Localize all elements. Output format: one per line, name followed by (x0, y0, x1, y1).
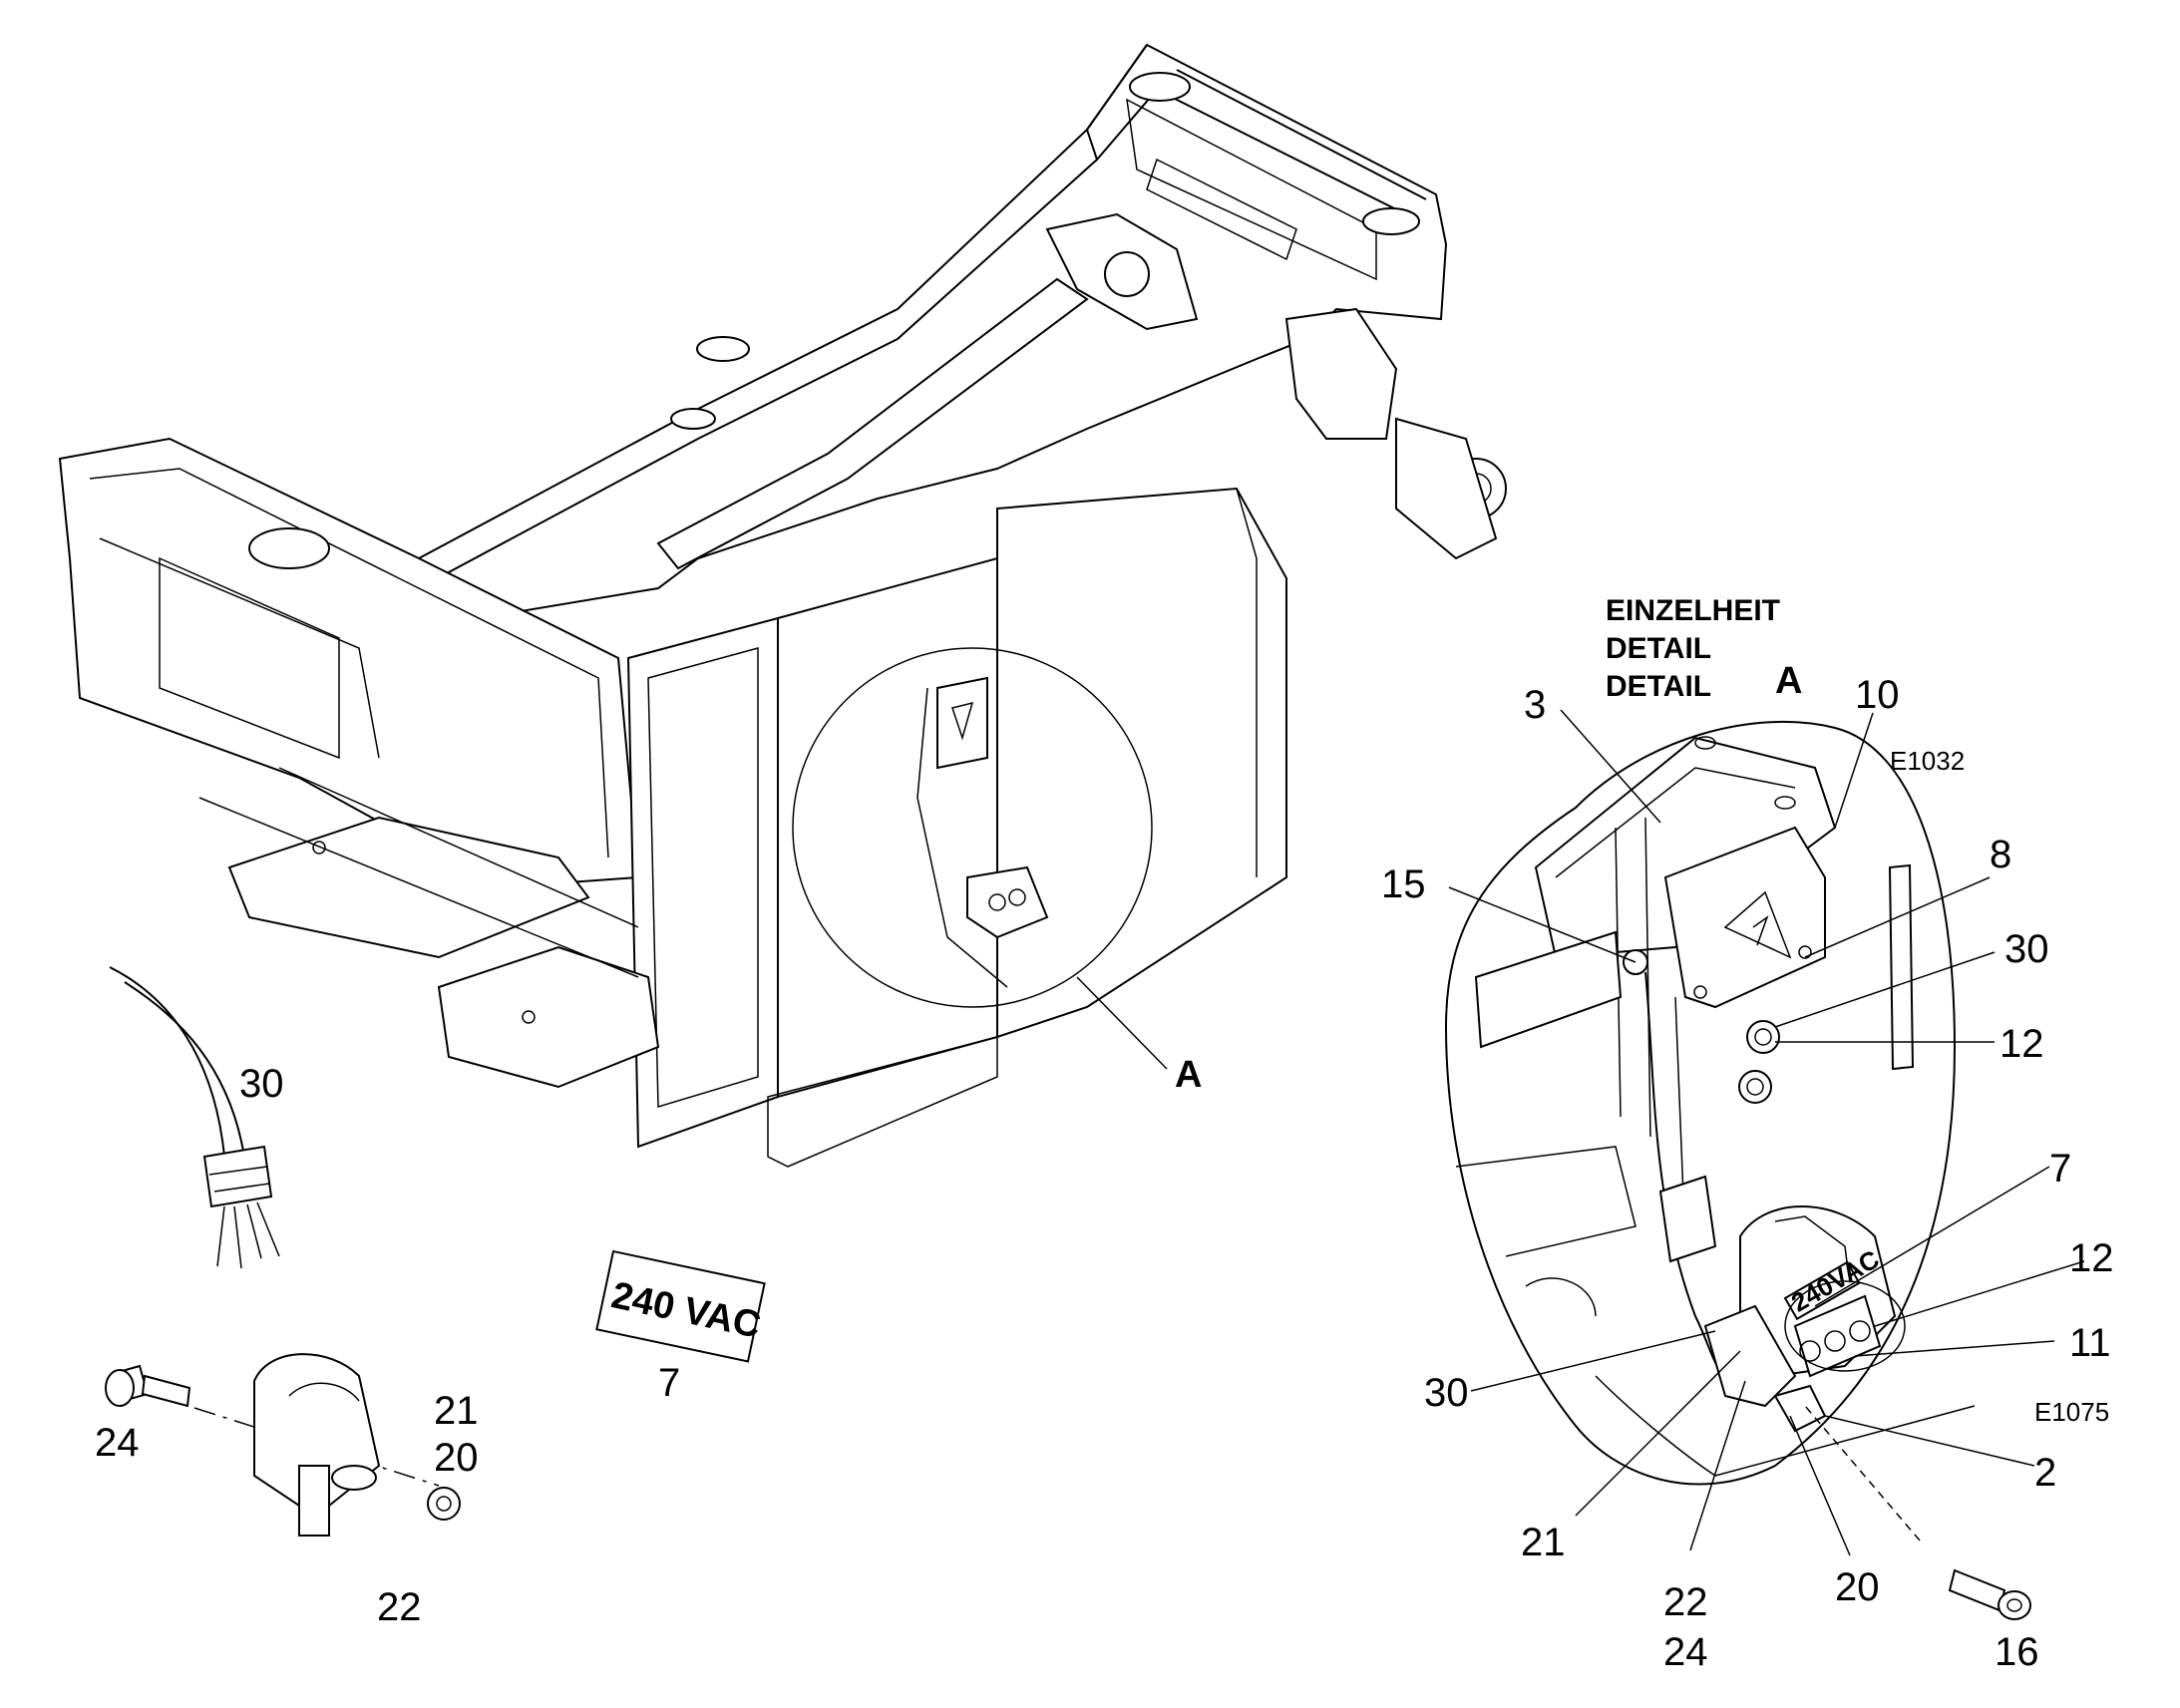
detail-marker-a: A (1175, 1054, 1202, 1096)
drawing-code-bottom: E1075 (2034, 1397, 2109, 1427)
callout-detail-30-top: 30 (2004, 927, 2049, 971)
callout-cover-21: 21 (434, 1389, 479, 1433)
callout-cable-30: 30 (239, 1062, 284, 1106)
callout-detail-20: 20 (1835, 1565, 1880, 1609)
socket-cover-exploded (105, 1353, 461, 1537)
callout-washer-22: 22 (377, 1585, 422, 1629)
voltage-decal: 240 VAC (595, 1249, 766, 1363)
detail-heading-letter: A (1775, 660, 1802, 702)
callout-cover-20: 20 (434, 1436, 479, 1480)
callout-detail-12-top: 12 (1999, 1022, 2044, 1066)
callout-detail-24: 24 (1663, 1630, 1708, 1674)
callout-decal-7: 7 (658, 1361, 680, 1405)
callout-detail-11: 11 (2069, 1321, 2111, 1365)
callout-detail-3: 3 (1524, 683, 1546, 727)
callout-detail-2: 2 (2034, 1451, 2056, 1495)
detail-heading-line1: EINZELHEIT (1606, 594, 1780, 627)
callout-detail-15: 15 (1381, 862, 1426, 906)
callout-detail-21: 21 (1521, 1521, 1566, 1564)
callout-detail-10: 10 (1855, 673, 1900, 717)
detail-heading-line3: DETAIL (1606, 670, 1711, 703)
callout-screw-24: 24 (95, 1421, 140, 1465)
callout-detail-22: 22 (1663, 1580, 1708, 1624)
callout-detail-30-bottom: 30 (1424, 1371, 1469, 1415)
callout-detail-12-bottom: 12 (2069, 1236, 2114, 1280)
callout-detail-8: 8 (1990, 833, 2011, 876)
power-cable (109, 966, 280, 1269)
chassis-frame (58, 43, 1507, 1168)
detail-a-view: 240VAC (1444, 709, 2085, 1620)
detail-heading-line2: DETAIL (1606, 632, 1711, 665)
drawing-code-top: E1032 (1890, 746, 1965, 776)
callout-detail-7: 7 (2049, 1147, 2071, 1191)
callout-detail-16: 16 (1995, 1630, 2039, 1674)
